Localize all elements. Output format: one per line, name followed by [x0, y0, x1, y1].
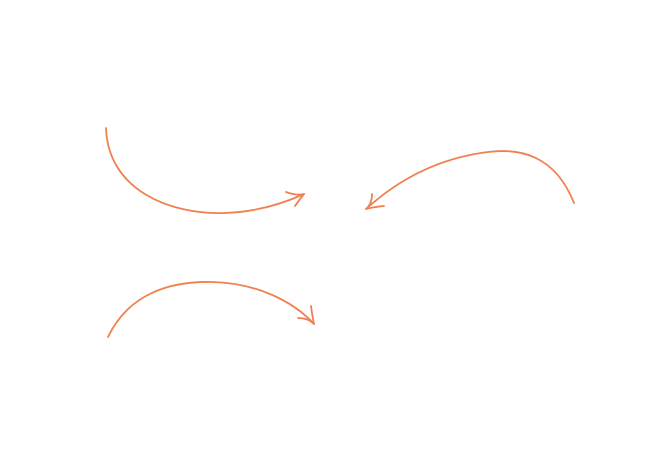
curved-arrow-icon: [107, 281, 315, 338]
arrowhead-icon: [285, 191, 305, 207]
arrowhead-icon: [297, 305, 315, 325]
curved-arrow-icon: [365, 150, 575, 210]
curved-arrow-bottom-left: [107, 281, 315, 338]
arrowhead-icon: [365, 193, 385, 210]
curved-arrow-top-right: [365, 150, 575, 210]
curved-arrow-icon: [105, 127, 305, 214]
curved-arrow-top-left: [105, 127, 305, 214]
